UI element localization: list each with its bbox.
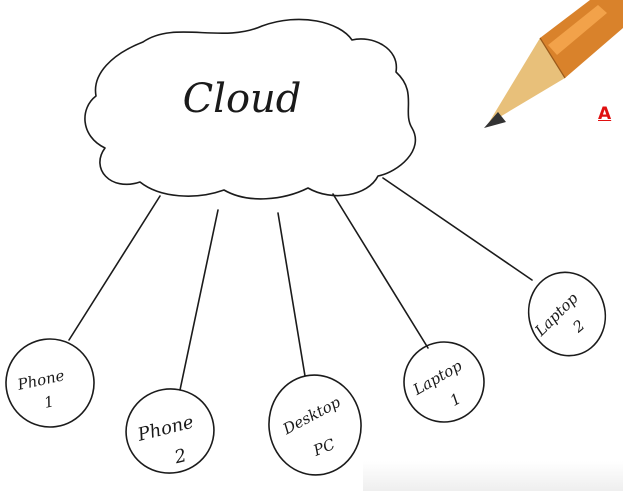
page-shadow	[363, 461, 623, 491]
node-label: Desktop	[279, 393, 344, 439]
node-number: PC	[310, 435, 338, 460]
pencil-icon	[484, 0, 623, 128]
node-label: Phone	[15, 366, 66, 394]
corner-link[interactable]: A	[598, 104, 612, 124]
node-phone-2: Phone 2	[125, 388, 215, 474]
node-number: 2	[172, 445, 189, 468]
node-phone-1: Phone 1	[5, 338, 95, 428]
node-number: 1	[42, 392, 55, 412]
connector-line	[68, 195, 161, 341]
cloud-label: Cloud	[183, 76, 302, 122]
connector-line	[277, 212, 306, 377]
node-number: 2	[569, 316, 589, 337]
node-laptop-1: Laptop 1	[403, 341, 485, 423]
node-desktop-pc: Desktop PC	[268, 374, 362, 476]
node-number: 1	[447, 389, 464, 409]
node-label: Phone	[135, 412, 196, 446]
node-label: Laptop	[531, 289, 582, 340]
connector-line	[332, 193, 429, 349]
node-laptop-2: Laptop 2	[527, 271, 607, 357]
cloud-shape	[84, 18, 417, 200]
connector-line	[179, 209, 219, 391]
connector-line	[382, 177, 533, 281]
